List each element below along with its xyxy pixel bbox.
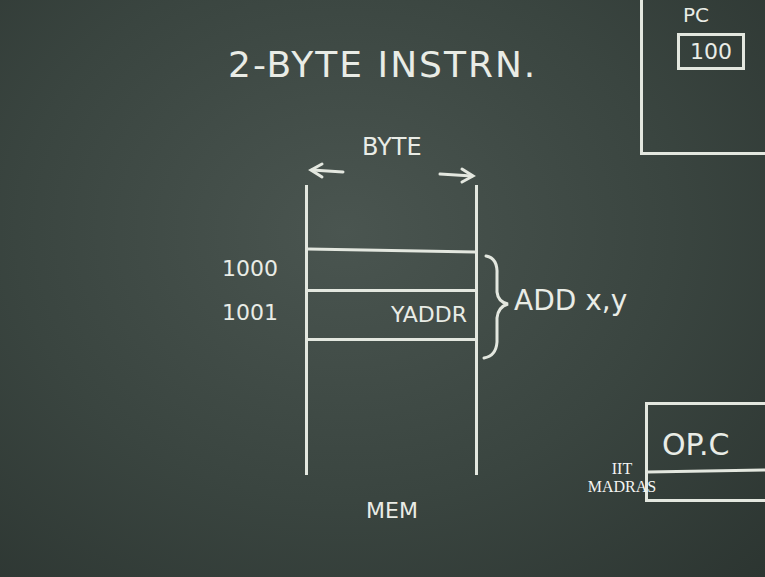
panel-line	[648, 470, 765, 472]
byte-arrow-left	[312, 170, 343, 172]
opcode-box: OP.C	[645, 402, 765, 502]
memory-row-line	[308, 249, 475, 252]
byte-arrowhead-left	[311, 164, 322, 177]
byte-arrow-right	[440, 174, 472, 176]
address-field: YADDR	[391, 302, 467, 327]
byte-arrowhead-right	[462, 169, 473, 182]
width-label: BYTE	[362, 133, 422, 161]
register-box: PC 100	[640, 0, 765, 155]
title: 2-BYTE INSTRN.	[228, 44, 537, 85]
brace	[484, 256, 508, 358]
address-number: 1001	[222, 300, 278, 325]
register-value-box: 100	[677, 33, 745, 70]
watermark: IIT MADRAS	[582, 460, 662, 495]
memory-label: MEM	[366, 498, 418, 523]
memory-column: BYTEMEMYADDR	[305, 185, 478, 475]
register-value: 100	[690, 39, 732, 64]
memory-cell: YADDR	[308, 289, 475, 341]
opcode-label: OP.C	[662, 427, 730, 462]
address-number: 1000	[222, 256, 278, 281]
register-name: PC	[683, 3, 709, 27]
instruction-text: ADD x,y	[514, 284, 627, 317]
